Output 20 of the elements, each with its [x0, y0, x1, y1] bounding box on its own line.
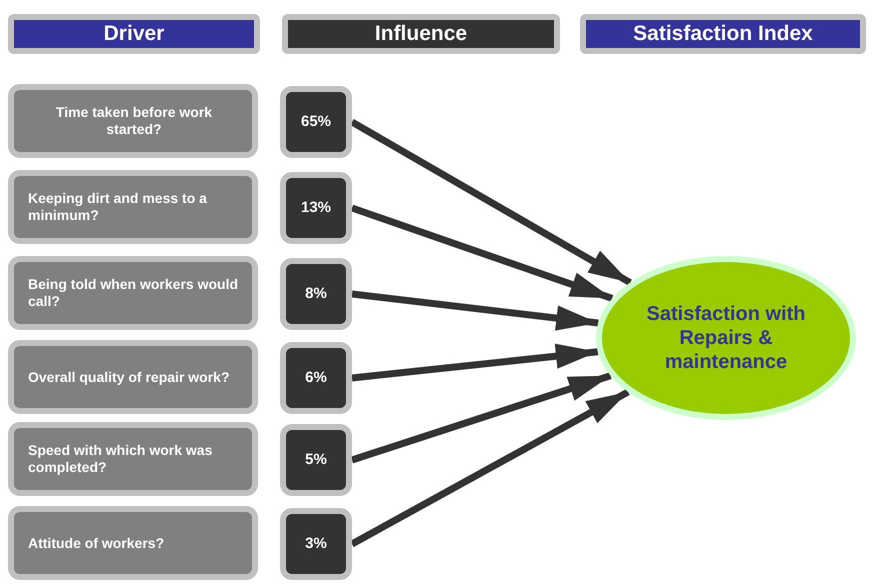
influence-box: 13%: [280, 172, 352, 244]
driver-box: Being told when workers would call?: [8, 256, 258, 330]
arrow: [350, 118, 632, 286]
arrow: [352, 290, 599, 331]
driver-box: Overall quality of repair work?: [8, 340, 258, 414]
driver-box: Keeping dirt and mess to a minimum?: [8, 170, 258, 244]
influence-box: 8%: [280, 258, 352, 330]
header-bar: Influence: [282, 14, 560, 54]
header-bar: Satisfaction Index: [580, 14, 866, 54]
outcome-ellipse: Satisfaction with Repairs & maintenance: [596, 256, 856, 420]
arrow: [350, 388, 630, 548]
driver-box: Attitude of workers?: [8, 506, 258, 580]
influence-box: 5%: [280, 424, 352, 496]
driver-box: Speed with which work was completed?: [8, 422, 258, 496]
header-bar: Driver: [8, 14, 260, 54]
influence-box: 3%: [280, 508, 352, 580]
arrow: [352, 344, 598, 382]
influence-box: 65%: [280, 86, 352, 158]
influence-box: 6%: [280, 342, 352, 414]
driver-box: Time taken before work started?: [8, 84, 258, 158]
